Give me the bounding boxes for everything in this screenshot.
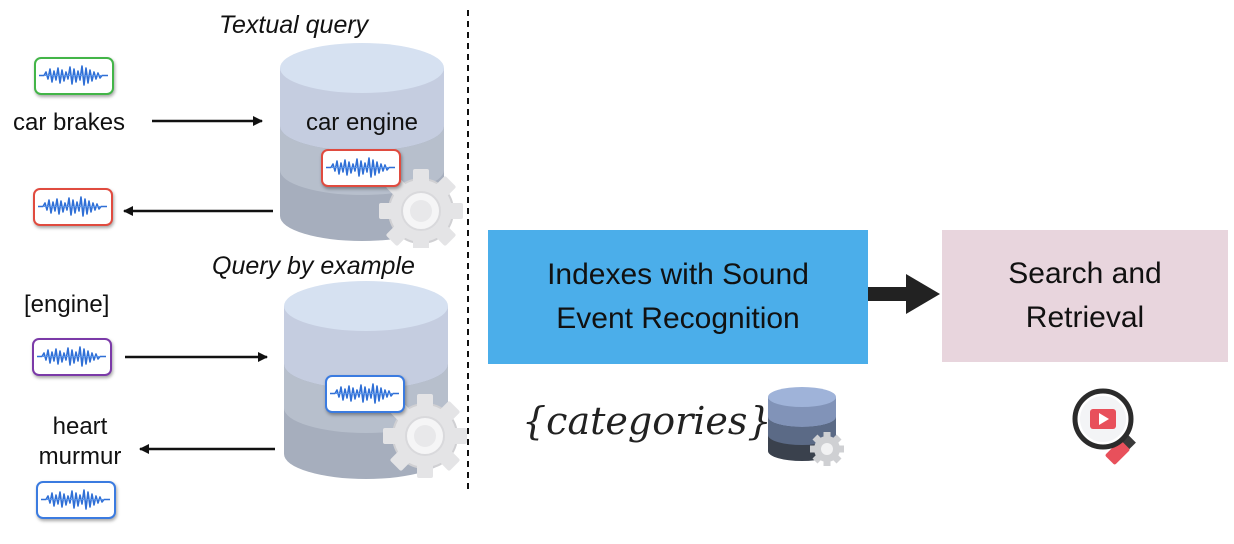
dashed-divider bbox=[467, 10, 469, 494]
query-by-example-heading: Query by example bbox=[212, 252, 415, 280]
gear-icon bbox=[810, 432, 844, 466]
audio-clip-in-database bbox=[321, 149, 401, 187]
gear-icon bbox=[383, 394, 467, 478]
magnifier-video-icon bbox=[1068, 386, 1152, 471]
audio-waveform-icon bbox=[326, 157, 395, 178]
database-label: car engine bbox=[305, 109, 419, 136]
audio-waveform-icon bbox=[39, 65, 108, 86]
audio-clip-in-database bbox=[325, 375, 405, 413]
audio-clip-engine bbox=[32, 338, 112, 376]
textual-query-heading: Textual query bbox=[219, 11, 369, 39]
audio-waveform-icon bbox=[330, 383, 399, 404]
categories-label: {categories} bbox=[522, 399, 772, 443]
audio-waveform-icon bbox=[41, 489, 110, 510]
audio-waveform-icon bbox=[38, 196, 107, 217]
audio-clip-heart-murmur bbox=[36, 481, 116, 519]
audio-clip-result bbox=[33, 188, 113, 226]
car-brakes-label: car brakes bbox=[13, 109, 126, 136]
audio-waveform-icon bbox=[37, 346, 106, 367]
database-icon bbox=[766, 385, 848, 472]
query-arrows bbox=[123, 116, 275, 454]
engine-label: [engine] bbox=[24, 291, 110, 318]
audio-clip-car-brakes bbox=[34, 57, 114, 95]
flow-arrow bbox=[868, 274, 940, 314]
index-box: Indexes with Sound Event Recognition bbox=[488, 230, 868, 364]
heart-murmur-label: heart murmur bbox=[38, 413, 122, 470]
search-retrieval-box: Search and Retrieval bbox=[942, 230, 1228, 362]
